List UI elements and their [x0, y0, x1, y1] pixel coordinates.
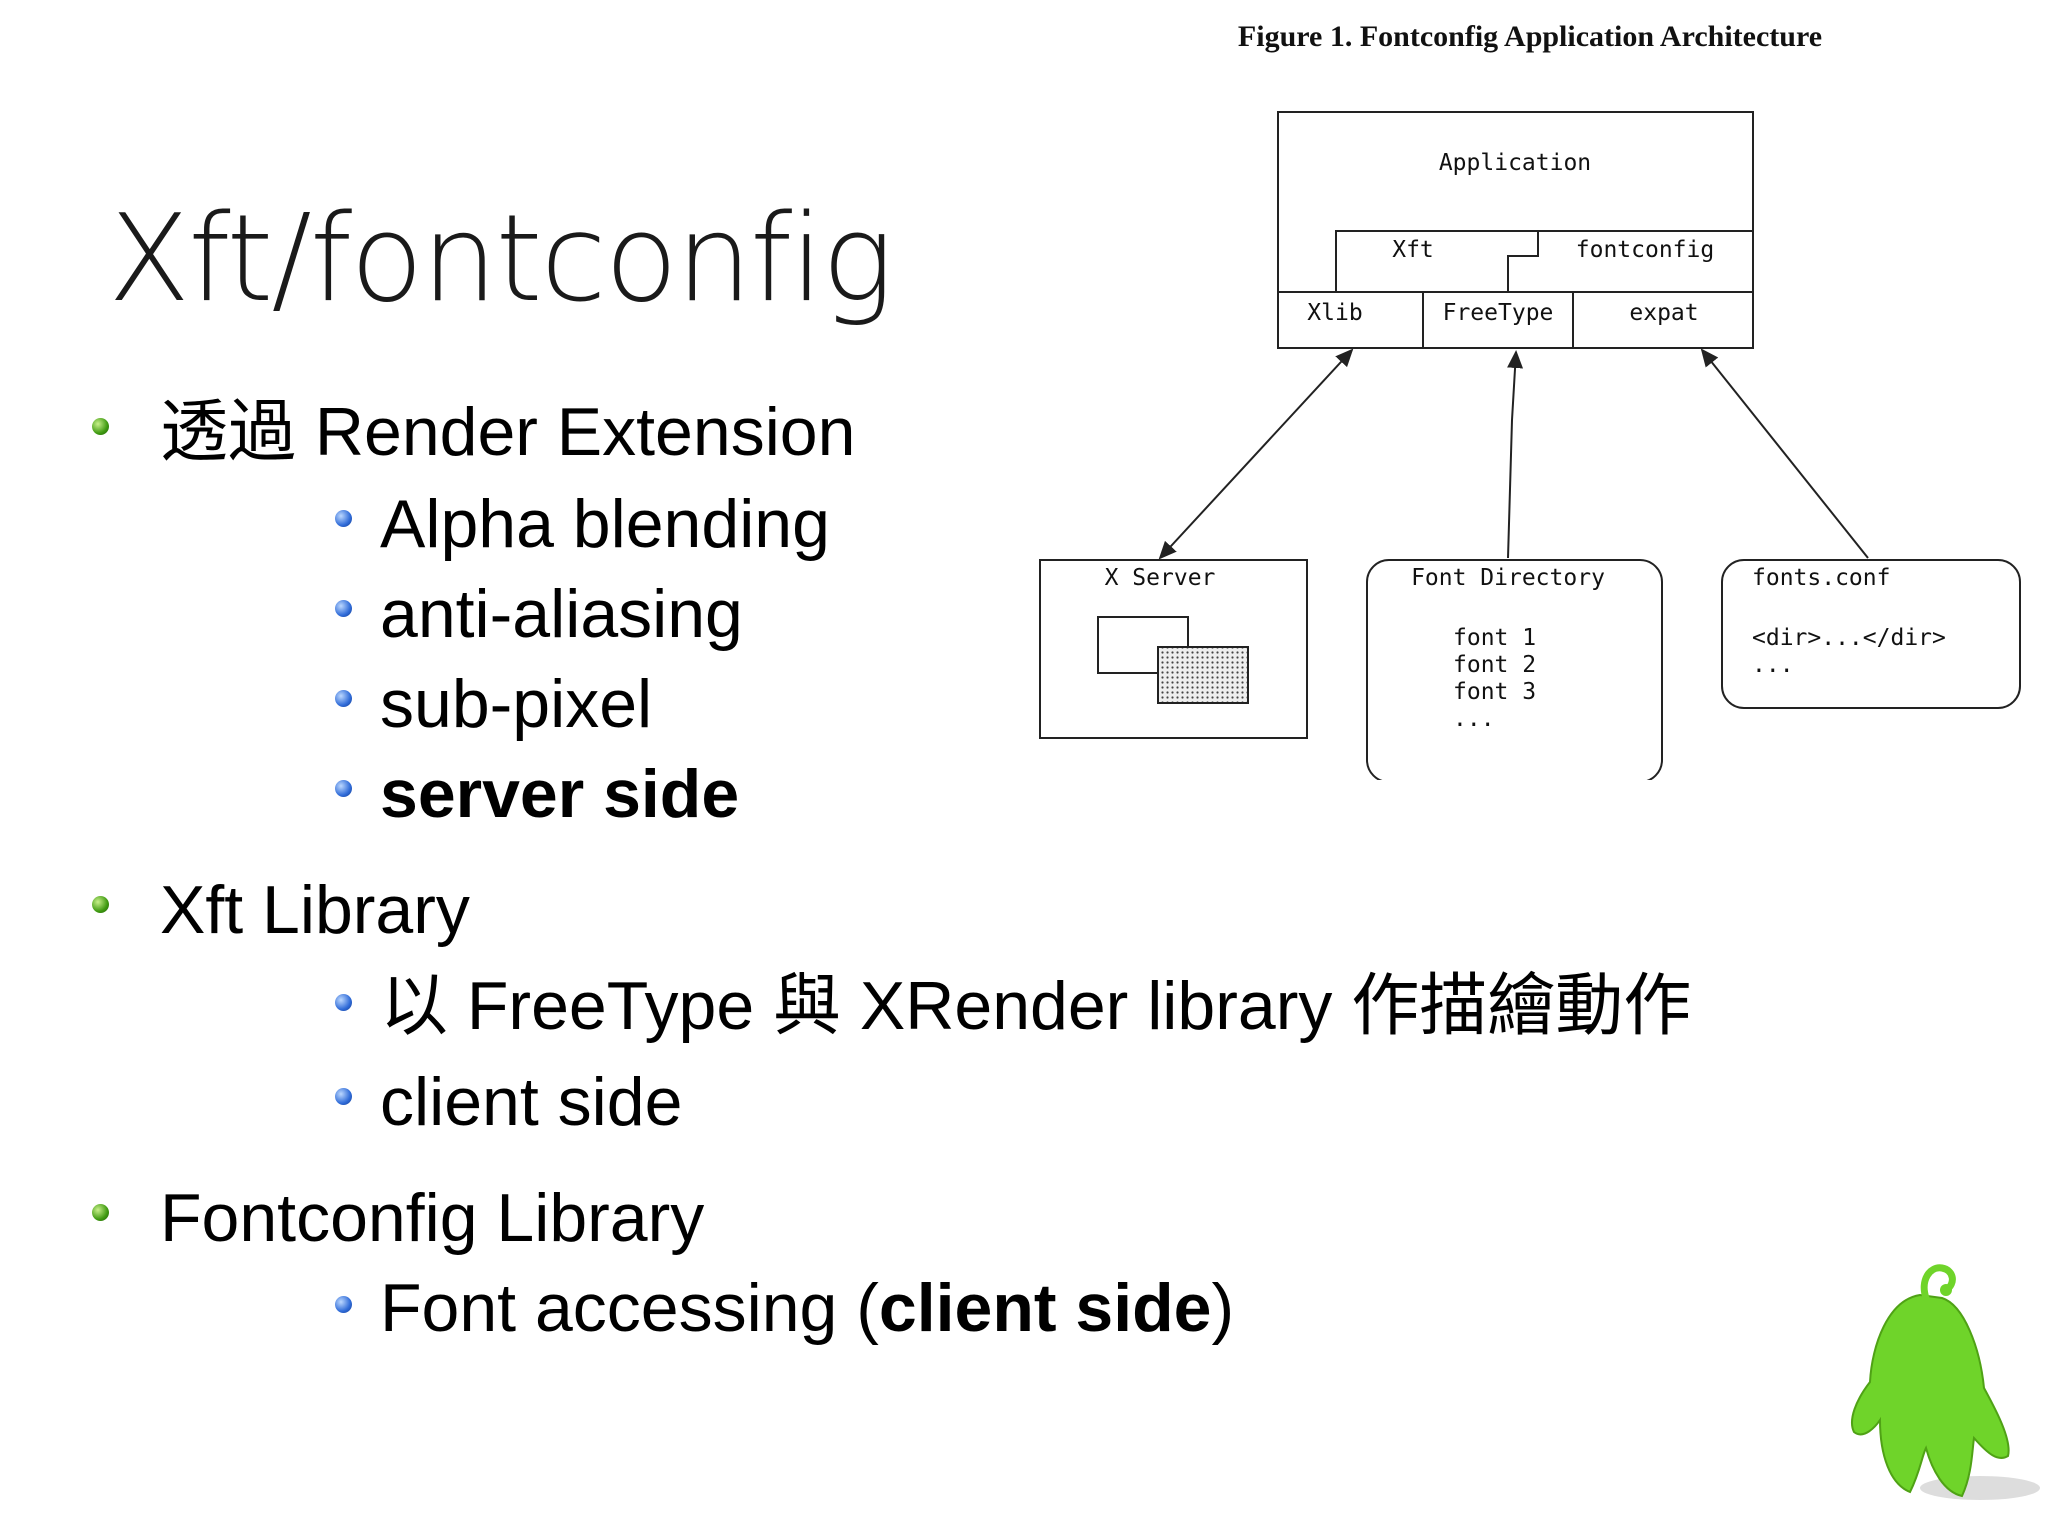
bullet-dot — [92, 896, 109, 913]
arrow-expat-fontsconf — [1700, 348, 1869, 559]
application-stack — [1277, 111, 1754, 349]
font-accessing-prefix: Font accessing ( — [380, 1270, 879, 1346]
bullet-sub-pixel: sub-pixel — [380, 666, 653, 742]
fonts-conf-box — [1721, 559, 2021, 709]
font-directory-line: font 1 — [1453, 625, 1536, 651]
bullet-list: 透過 Render Extension Alpha blending anti-… — [92, 394, 1692, 1342]
bullet-dot — [335, 994, 352, 1011]
arrow-xlib-xserver — [1158, 348, 1354, 560]
label-xlib: Xlib — [1307, 300, 1362, 326]
label-xserver: X Server — [1105, 565, 1216, 591]
bullet-dot — [335, 1088, 352, 1105]
font-directory-line: ... — [1453, 706, 1495, 732]
bullet-dot — [335, 1296, 352, 1313]
bullet-dot — [335, 690, 352, 707]
bullet-dot — [335, 600, 352, 617]
label-fontconfig: fontconfig — [1576, 237, 1714, 263]
architecture-figure: Figure 1. Fontconfig Application Archite… — [1030, 20, 2030, 780]
architecture-diagram: Application Xft fontconfig Xlib FreeType… — [1039, 111, 2021, 780]
diagram-arrows — [1158, 348, 1869, 560]
label-expat: expat — [1629, 300, 1698, 326]
bullet-anti-aliasing: anti-aliasing — [380, 576, 743, 652]
xserver-box — [1039, 559, 1308, 739]
label-font-directory: Font Directory — [1411, 565, 1605, 591]
bullet-dot — [92, 418, 109, 435]
bullet-dot — [92, 1204, 109, 1221]
font-directory-box — [1366, 559, 1663, 780]
bullet-dot — [335, 510, 352, 527]
font-accessing-bold: client side — [878, 1270, 1212, 1346]
bullet-font-accessing: Font accessing (client side) — [380, 1274, 1234, 1342]
fonts-conf-line: <dir>...</dir> — [1752, 625, 1946, 651]
bullet-server-side: server side — [380, 756, 740, 832]
label-freetype: FreeType — [1443, 300, 1554, 326]
bullet-xft-library: Xft Library — [160, 872, 470, 948]
label-xft: Xft — [1392, 237, 1434, 263]
font-directory-line: font 3 — [1453, 679, 1536, 705]
font-accessing-suffix: ) — [1211, 1270, 1235, 1346]
arrow-freetype-fontdir — [1507, 350, 1524, 559]
bullet-alpha-blending: Alpha blending — [380, 486, 830, 562]
bullet-dot — [335, 780, 352, 797]
figure-caption: Figure 1. Fontconfig Application Archite… — [1237, 20, 1823, 53]
font-directory-line: font 2 — [1453, 652, 1536, 678]
green-mascot-icon — [1851, 1264, 2040, 1500]
label-fonts-conf: fonts.conf — [1752, 565, 1890, 591]
bullet-freetype-xrender: 以 FreeType 與 XRender library 作描繪動作 — [380, 968, 1692, 1044]
bullet-fontconfig-library: Fontconfig Library — [160, 1180, 705, 1256]
label-application: Application — [1439, 150, 1591, 176]
bullet-render-extension: 透過 Render Extension — [160, 394, 856, 470]
bullet-client-side: client side — [380, 1064, 683, 1140]
slide-title: Xft/fontconfig — [108, 190, 894, 329]
fonts-conf-line: ... — [1752, 652, 1794, 678]
